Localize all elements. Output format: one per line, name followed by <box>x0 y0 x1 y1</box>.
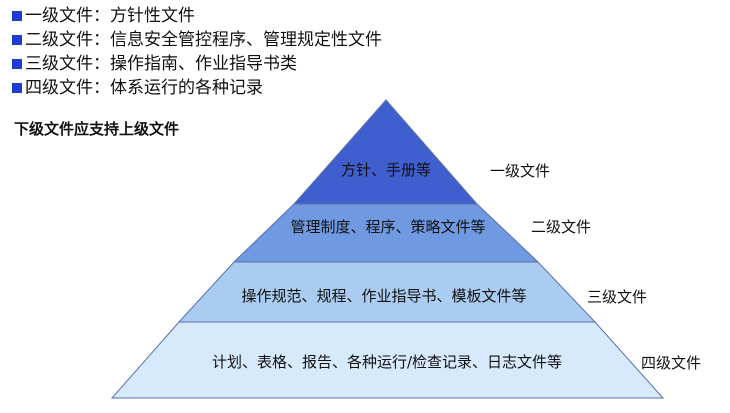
tier-4-label: 计划、表格、报告、各种运行/检查记录、日志文件等 <box>212 353 562 371</box>
tier-3-level-label: 三级文件 <box>587 288 647 306</box>
bullet-item-level-4: 四级文件：体系运行的各种记录 <box>12 76 382 100</box>
bullet-text: 三级文件：操作指南、作业指导书类 <box>25 54 297 74</box>
bullet-item-level-2: 二级文件：信息安全管控程序、管理规定性文件 <box>12 28 382 52</box>
bullet-text: 四级文件：体系运行的各种记录 <box>25 78 263 98</box>
pyramid-tier-4 <box>110 321 665 399</box>
square-bullet-icon <box>12 59 22 69</box>
square-bullet-icon <box>12 83 22 93</box>
tier-2-label: 管理制度、程序、策略文件等 <box>290 218 485 236</box>
square-bullet-icon <box>12 11 22 21</box>
support-note: 下级文件应支持上级文件 <box>14 120 180 138</box>
tier-3-label: 操作规范、规程、作业指导书、模板文件等 <box>241 287 526 305</box>
bullet-item-level-3: 三级文件：操作指南、作业指导书类 <box>12 52 382 76</box>
tier-1-label: 方针、手册等 <box>341 161 431 179</box>
bullet-list: 一级文件：方针性文件 二级文件：信息安全管控程序、管理规定性文件 三级文件：操作… <box>12 4 382 100</box>
square-bullet-icon <box>12 35 22 45</box>
tier-1-level-label: 一级文件 <box>490 162 550 180</box>
pyramid-tier-1 <box>292 99 479 205</box>
bullet-item-level-1: 一级文件：方针性文件 <box>12 4 382 28</box>
tier-2-level-label: 二级文件 <box>531 218 591 236</box>
bullet-text: 一级文件：方针性文件 <box>25 6 195 26</box>
bullet-text: 二级文件：信息安全管控程序、管理规定性文件 <box>25 30 382 50</box>
tier-4-level-label: 四级文件 <box>641 354 701 372</box>
